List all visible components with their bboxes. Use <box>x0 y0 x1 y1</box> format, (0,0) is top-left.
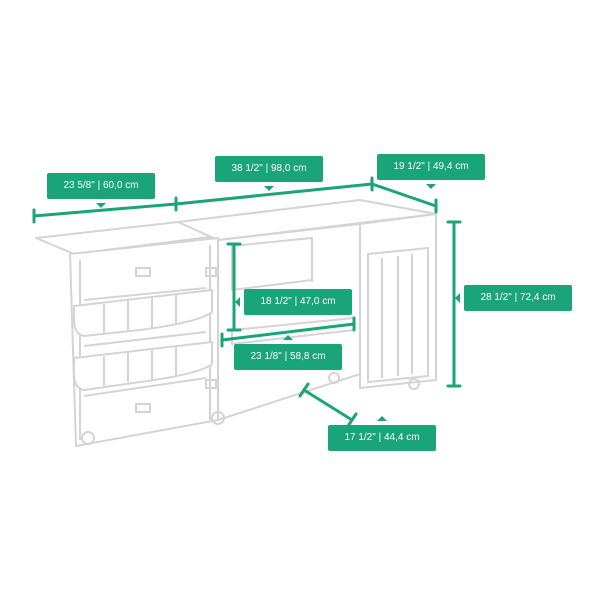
total-width-callout: 38 1/2" | 98,0 cm <box>215 156 323 191</box>
left-cabinet-panel-bot <box>83 377 207 397</box>
right-depth-metric: 49,4 cm <box>432 161 469 172</box>
base-depth-separator: | <box>378 432 382 443</box>
left-cabinet-panel-top <box>83 287 207 301</box>
organizer-pocket-lower <box>73 341 213 391</box>
total-width-dim-line <box>174 182 374 206</box>
interior-height-callout: 18 1/2" | 47,0 cm <box>235 289 352 315</box>
total-width-separator: | <box>265 163 269 174</box>
right-depth-dim-line <box>370 182 438 208</box>
dimension-lines <box>32 176 462 428</box>
right-cabinet-door <box>367 247 429 383</box>
interior-width-metric: 58,8 cm <box>289 351 326 362</box>
left-cabinet-body <box>69 237 219 447</box>
base-depth-metric: 44,4 cm <box>383 432 420 443</box>
left-cabinet-panel-mid <box>83 331 207 347</box>
total-width-metric: 98,0 cm <box>270 163 307 174</box>
height-separator: | <box>514 292 518 303</box>
interior-height-separator: | <box>294 296 298 307</box>
cabinet-linework <box>35 199 437 447</box>
left-depth-imperial: 23 5/8" <box>63 180 95 191</box>
left-depth-metric: 60,0 cm <box>102 180 139 191</box>
left-depth-separator: | <box>97 180 101 191</box>
right-depth-callout: 19 1/2" | 49,4 cm <box>377 154 485 189</box>
height-imperial: 28 1/2" <box>480 292 512 303</box>
left-depth-dim-line <box>32 202 178 218</box>
base-depth-dim-line <box>302 388 354 422</box>
base-depth-imperial: 17 1/2" <box>344 432 376 443</box>
total-width-imperial: 38 1/2" <box>231 163 263 174</box>
interior-width-callout: 23 1/8" | 58,8 cm <box>234 335 342 370</box>
right-depth-separator: | <box>427 161 431 172</box>
height-callout: 28 1/2" | 72,4 cm <box>455 285 572 311</box>
interior-height-imperial: 18 1/2" <box>260 296 292 307</box>
right-depth-imperial: 19 1/2" <box>393 161 425 172</box>
interior-width-imperial: 23 1/8" <box>250 351 282 362</box>
left-depth-callout: 23 5/8" | 60,0 cm <box>47 173 155 208</box>
interior-width-dim-line <box>220 322 356 342</box>
interior-width-separator: | <box>284 351 288 362</box>
interior-height-metric: 47,0 cm <box>299 296 336 307</box>
organizer-pocket-upper <box>73 289 213 337</box>
height-metric: 72,4 cm <box>519 292 556 303</box>
base-depth-callout: 17 1/2" | 44,4 cm <box>328 416 436 451</box>
